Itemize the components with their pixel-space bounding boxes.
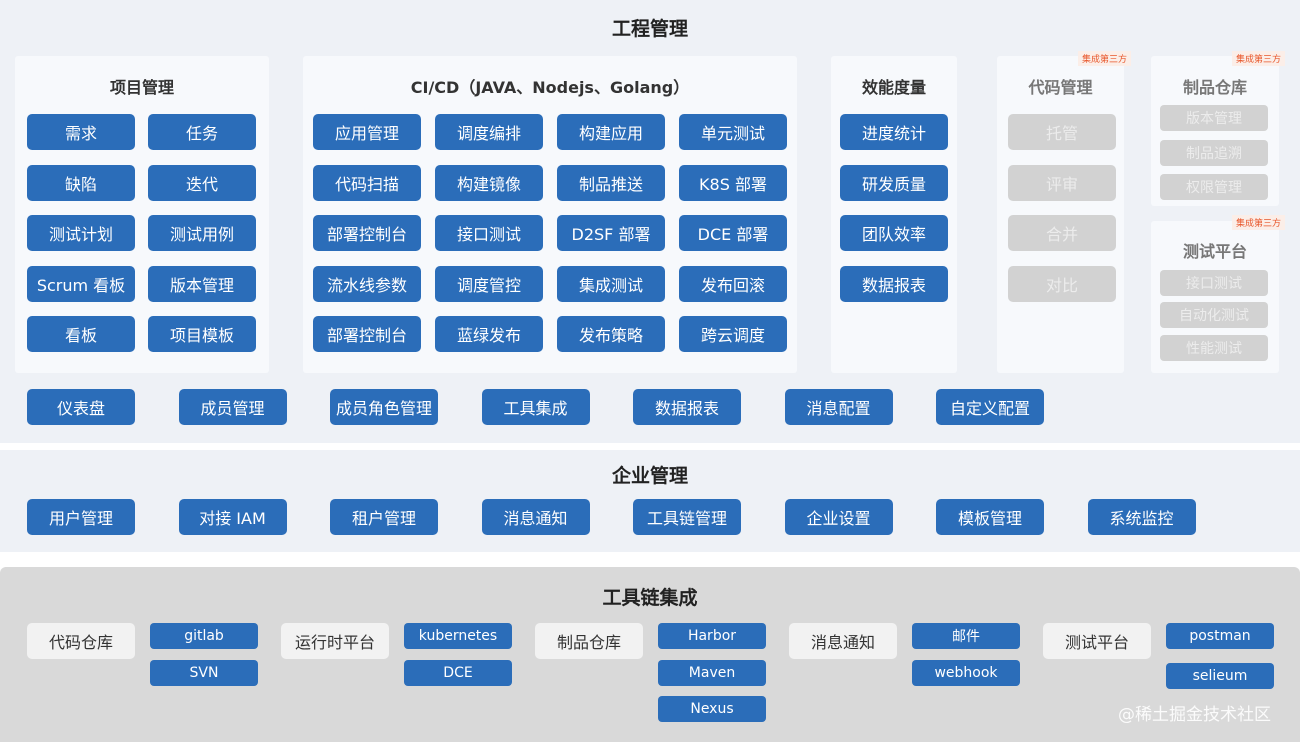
enterprise-button-0[interactable]: 用户管理 xyxy=(27,499,135,535)
button-2: 合并 xyxy=(1008,215,1116,251)
button-4[interactable]: 数据报表 xyxy=(633,389,741,425)
enterprise-button-2[interactable]: 租户管理 xyxy=(330,499,438,535)
button-17[interactable]: 蓝绿发布 xyxy=(435,316,543,352)
button-18[interactable]: 发布策略 xyxy=(557,316,665,352)
enterprise-button-1[interactable]: 对接 IAM xyxy=(178,499,287,535)
tool-selieum[interactable]: selieum xyxy=(1166,663,1274,689)
button-4[interactable]: 测试计划 xyxy=(27,215,135,251)
button-3: 对比 xyxy=(1008,266,1116,302)
watermark: @稀土掘金技术社区 xyxy=(1118,705,1271,725)
panel-title: 项目管理 xyxy=(109,78,174,97)
toolchain-category: 消息通知 xyxy=(789,623,897,659)
toolchain-category: 测试平台 xyxy=(1043,623,1151,659)
enterprise-button-6[interactable]: 模板管理 xyxy=(936,499,1044,535)
button-12[interactable]: 流水线参数 xyxy=(313,266,421,302)
panel-title: 制品仓库 xyxy=(1182,78,1247,97)
button-19[interactable]: 跨云调度 xyxy=(679,316,787,352)
button-1[interactable]: 成员管理 xyxy=(178,389,287,425)
button-2[interactable]: 构建应用 xyxy=(557,114,665,150)
button-14[interactable]: 集成测试 xyxy=(557,266,665,302)
tool-webhook[interactable]: webhook xyxy=(912,659,1020,686)
toolchain-category: 制品仓库 xyxy=(535,623,643,659)
button-9[interactable]: 项目模板 xyxy=(148,316,256,352)
panel-title: 效能度量 xyxy=(861,78,926,97)
panel-title: CI/CD（JAVA、Nodejs、Golang） xyxy=(410,78,690,97)
efficiency-panel xyxy=(831,56,957,373)
tool-harbor[interactable]: Harbor xyxy=(658,623,766,649)
button-5[interactable]: 测试用例 xyxy=(148,215,256,251)
button-15[interactable]: 发布回滚 xyxy=(679,266,787,302)
tool-maven[interactable]: Maven xyxy=(658,659,766,686)
button-1: 自动化测试 xyxy=(1160,302,1268,328)
button-8[interactable]: 看板 xyxy=(27,316,135,352)
button-3[interactable]: 单元测试 xyxy=(679,114,787,150)
button-1[interactable]: 调度编排 xyxy=(435,114,543,150)
toolchain-category: 代码仓库 xyxy=(27,623,135,659)
enterprise-button-4[interactable]: 工具链管理 xyxy=(633,499,741,535)
enterprise-button-3[interactable]: 消息通知 xyxy=(481,499,590,535)
tool-svn[interactable]: SVN xyxy=(150,659,258,686)
button-10[interactable]: D2SF 部署 xyxy=(557,215,665,251)
button-9[interactable]: 接口测试 xyxy=(435,215,543,251)
tool-gitlab[interactable]: gitlab xyxy=(150,623,258,649)
button-0[interactable]: 仪表盘 xyxy=(27,389,135,425)
button-7[interactable]: K8S 部署 xyxy=(679,165,787,201)
button-0[interactable]: 需求 xyxy=(27,114,135,150)
section-title: 工程管理 xyxy=(611,18,688,40)
tool-kubernetes[interactable]: kubernetes xyxy=(404,623,512,649)
panel-title: 代码管理 xyxy=(1028,78,1093,97)
enterprise-button-5[interactable]: 企业设置 xyxy=(784,499,893,535)
third-party-tag: 集成第三方 xyxy=(1078,51,1132,66)
button-0: 托管 xyxy=(1008,114,1116,150)
code-panel xyxy=(997,56,1124,373)
button-1[interactable]: 研发质量 xyxy=(840,165,948,201)
button-13[interactable]: 调度管控 xyxy=(435,266,543,302)
tool-nexus[interactable]: Nexus xyxy=(658,696,766,722)
button-8[interactable]: 部署控制台 xyxy=(313,215,421,251)
button-6[interactable]: Scrum 看板 xyxy=(27,266,135,302)
button-3[interactable]: 数据报表 xyxy=(840,266,948,302)
button-16[interactable]: 部署控制台 xyxy=(313,316,421,352)
button-2[interactable]: 成员角色管理 xyxy=(330,389,438,425)
button-7[interactable]: 版本管理 xyxy=(148,266,256,302)
button-2[interactable]: 团队效率 xyxy=(840,215,948,251)
button-2: 权限管理 xyxy=(1160,174,1268,200)
button-4[interactable]: 代码扫描 xyxy=(313,165,421,201)
panel-title: 测试平台 xyxy=(1182,242,1247,261)
section-title: 工具链集成 xyxy=(602,587,698,609)
third-party-tag: 集成第三方 xyxy=(1232,215,1286,230)
button-2: 性能测试 xyxy=(1160,335,1268,361)
tool-邮件[interactable]: 邮件 xyxy=(912,623,1020,649)
button-0[interactable]: 应用管理 xyxy=(313,114,421,150)
button-6[interactable]: 制品推送 xyxy=(557,165,665,201)
toolchain-category: 运行时平台 xyxy=(281,623,389,659)
tool-dce[interactable]: DCE xyxy=(404,659,512,686)
button-1: 评审 xyxy=(1008,165,1116,201)
button-1[interactable]: 任务 xyxy=(148,114,256,150)
button-1: 制品追溯 xyxy=(1160,140,1268,166)
section-title: 企业管理 xyxy=(611,465,688,487)
tool-postman[interactable]: postman xyxy=(1166,623,1274,649)
button-11[interactable]: DCE 部署 xyxy=(679,215,787,251)
button-6[interactable]: 自定义配置 xyxy=(936,389,1044,425)
button-0: 接口测试 xyxy=(1160,270,1268,296)
button-0[interactable]: 进度统计 xyxy=(840,114,948,150)
button-3[interactable]: 工具集成 xyxy=(481,389,590,425)
enterprise-button-7[interactable]: 系统监控 xyxy=(1087,499,1196,535)
button-5[interactable]: 消息配置 xyxy=(784,389,893,425)
button-2[interactable]: 缺陷 xyxy=(27,165,135,201)
third-party-tag: 集成第三方 xyxy=(1232,51,1286,66)
button-0: 版本管理 xyxy=(1160,105,1268,131)
button-5[interactable]: 构建镜像 xyxy=(435,165,543,201)
button-3[interactable]: 迭代 xyxy=(148,165,256,201)
